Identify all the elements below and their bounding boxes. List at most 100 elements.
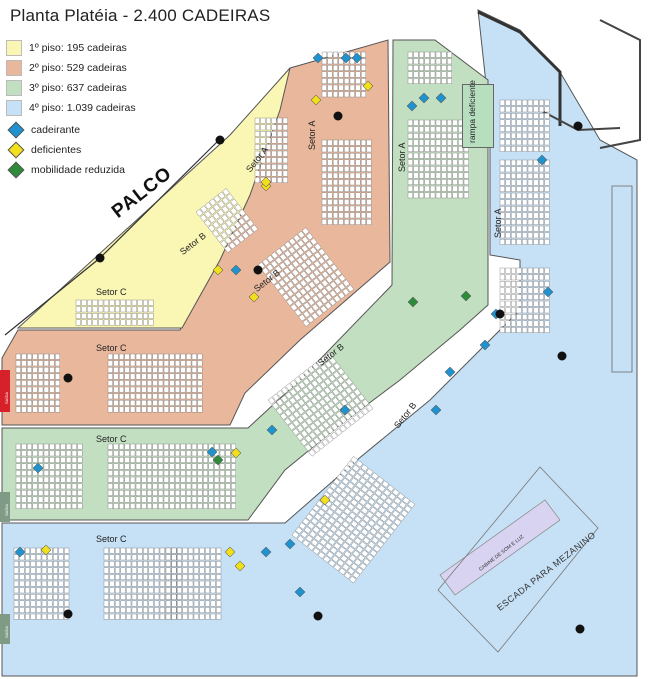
seat xyxy=(522,314,528,320)
seat xyxy=(539,314,545,320)
seat xyxy=(372,480,381,489)
seat xyxy=(147,463,153,470)
seat xyxy=(246,228,254,236)
seat xyxy=(289,379,298,388)
seat xyxy=(441,159,447,166)
seat xyxy=(154,560,160,567)
seat xyxy=(269,277,278,286)
seat xyxy=(60,456,66,463)
seat xyxy=(539,106,545,113)
seat xyxy=(510,179,516,186)
seat xyxy=(188,580,194,587)
seat xyxy=(505,159,511,166)
seat xyxy=(271,144,277,150)
seat xyxy=(135,470,141,476)
seat xyxy=(58,554,64,561)
wheelchair-icon xyxy=(479,339,491,351)
seat xyxy=(297,407,305,415)
seat xyxy=(262,258,270,267)
seat xyxy=(367,498,376,506)
seat xyxy=(30,547,36,554)
seat xyxy=(510,192,516,199)
seat xyxy=(355,218,361,225)
seat xyxy=(205,574,211,580)
seat xyxy=(397,492,405,501)
seat xyxy=(318,407,327,416)
seat xyxy=(352,571,361,579)
seat xyxy=(176,607,182,614)
seat xyxy=(24,594,30,600)
seat xyxy=(124,360,130,367)
seat xyxy=(355,460,364,468)
seat xyxy=(407,146,413,152)
seat xyxy=(527,192,533,199)
seat xyxy=(180,490,186,496)
floor3-swatch xyxy=(6,80,22,96)
seat xyxy=(327,152,333,159)
seat xyxy=(400,509,409,518)
seat xyxy=(49,373,55,380)
seat xyxy=(152,463,158,470)
wheelchair-icon xyxy=(339,404,351,416)
seat xyxy=(430,139,436,146)
seat xyxy=(544,274,550,281)
seat xyxy=(435,51,441,58)
seat xyxy=(271,177,277,184)
seat xyxy=(430,146,436,152)
seat xyxy=(126,587,132,594)
seat xyxy=(320,288,329,296)
page-title: Planta Platéia - 2.400 CADEIRAS xyxy=(10,6,271,25)
seat xyxy=(338,199,344,206)
seat xyxy=(539,327,545,334)
seat xyxy=(407,159,413,166)
seat xyxy=(527,126,533,132)
seat xyxy=(282,293,290,301)
seat xyxy=(452,166,458,172)
seat xyxy=(225,470,231,476)
seat xyxy=(435,185,441,192)
seat xyxy=(38,483,44,490)
seat xyxy=(510,119,516,126)
seat xyxy=(322,534,331,542)
seat xyxy=(113,373,119,380)
seat xyxy=(19,600,25,607)
seat xyxy=(379,536,388,544)
seat xyxy=(533,280,539,287)
seat xyxy=(135,476,141,483)
seat xyxy=(131,600,137,607)
seat xyxy=(516,99,522,106)
seat xyxy=(137,600,143,607)
seat xyxy=(326,258,334,267)
seat xyxy=(338,567,347,576)
seat xyxy=(118,373,124,380)
seat xyxy=(152,443,158,450)
seat xyxy=(137,587,143,594)
seat xyxy=(321,186,327,192)
seat xyxy=(350,541,359,550)
seat xyxy=(413,78,419,84)
seat xyxy=(158,503,164,510)
seat xyxy=(321,525,329,534)
seat xyxy=(197,483,203,490)
seat xyxy=(53,613,59,620)
reduced-mobility-icon xyxy=(212,454,224,466)
seat xyxy=(214,496,220,503)
seat xyxy=(36,567,42,574)
seat xyxy=(118,470,124,476)
seat xyxy=(53,587,59,594)
seat xyxy=(343,571,352,580)
seat xyxy=(516,132,522,139)
seat xyxy=(306,383,315,391)
wheelchair-icon xyxy=(260,546,272,558)
seat xyxy=(319,381,328,390)
seat xyxy=(229,207,238,215)
seat xyxy=(539,280,545,287)
seat xyxy=(342,279,350,288)
seat xyxy=(539,172,545,179)
seat xyxy=(413,159,419,166)
f4-setor-c: Setor C xyxy=(96,534,127,544)
seat xyxy=(126,554,132,561)
seat xyxy=(314,402,323,410)
seat xyxy=(152,456,158,463)
seat xyxy=(463,172,469,179)
